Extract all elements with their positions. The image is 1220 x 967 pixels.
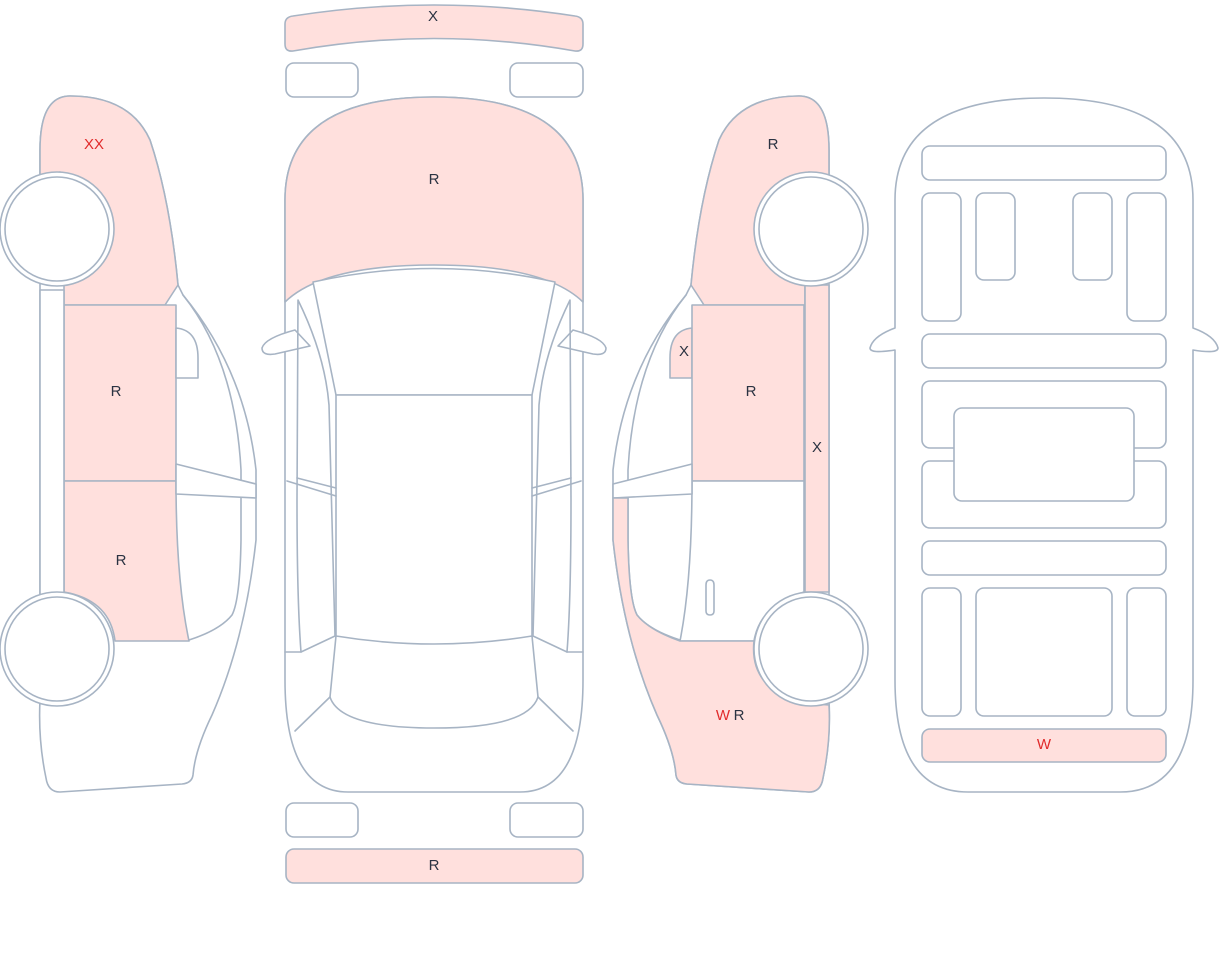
right-rear-wheel (753, 591, 869, 707)
left-rear-door-code: R (116, 552, 127, 569)
rear-bumper-code: R (429, 857, 440, 874)
underbody-right-front-rail (1126, 192, 1167, 322)
right-rear-quarter[interactable] (612, 497, 831, 793)
front-right-headlight (509, 62, 584, 98)
right-b-pillar-top (531, 477, 582, 497)
front-bumper[interactable] (284, 4, 584, 52)
right-front-wheel (753, 171, 869, 287)
rear-window (329, 635, 539, 729)
roof (335, 394, 533, 651)
front-left-headlight (285, 62, 359, 98)
left-front-door-code: R (111, 383, 122, 400)
left-window-frame (182, 294, 242, 641)
windshield (312, 267, 556, 396)
left-front-wheel (0, 171, 115, 287)
left-side-view: XX R R (0, 95, 257, 793)
left-front-door[interactable] (63, 304, 177, 482)
trunk-lines (284, 651, 584, 732)
left-rear-wheel (0, 591, 115, 707)
rear-bumper[interactable] (285, 848, 584, 884)
underbody-front-crossmember (921, 145, 1167, 181)
right-rear-quarter-code-r: R (734, 707, 745, 724)
top-view: X R R (261, 4, 607, 884)
left-b-pillar-top (286, 477, 337, 497)
underbody-front-subframe (921, 333, 1167, 369)
right-door-handle (705, 579, 715, 616)
hood-code: R (429, 171, 440, 188)
hood[interactable] (284, 96, 584, 303)
left-mirror[interactable] (175, 327, 199, 379)
right-front-door[interactable] (691, 304, 805, 482)
underbody-tunnel (953, 407, 1135, 502)
underbody-rear-panel[interactable] (921, 728, 1167, 763)
left-front-fender-code: XX (84, 136, 104, 153)
rear-right-taillight (509, 802, 584, 838)
right-rocker-code: X (812, 439, 822, 456)
right-mirror-code: X (679, 343, 689, 360)
underbody-left-front-rail (921, 192, 962, 322)
rear-left-taillight (285, 802, 359, 838)
underbody-view: W (869, 97, 1219, 793)
underbody-spare-well (975, 587, 1113, 717)
left-rear-door[interactable] (63, 480, 190, 642)
underbody-rear-panel-code: W (1037, 736, 1052, 753)
left-rocker (39, 289, 65, 599)
right-rear-quarter-code-w: W (716, 707, 731, 724)
right-front-door-code: R (746, 383, 757, 400)
right-front-fender-code: R (768, 136, 779, 153)
underbody-right-rear-rail (1126, 587, 1167, 717)
underbody-rear-crossmember (921, 540, 1167, 576)
underbody-right-mount (1072, 192, 1113, 281)
underbody-left-mount (975, 192, 1016, 281)
front-bumper-code: X (428, 8, 438, 25)
right-side-view: R X R X W R (612, 95, 869, 793)
left-pillar-strut (175, 463, 257, 499)
underbody-left-rear-rail (921, 587, 962, 717)
right-mirror[interactable] (669, 327, 693, 379)
